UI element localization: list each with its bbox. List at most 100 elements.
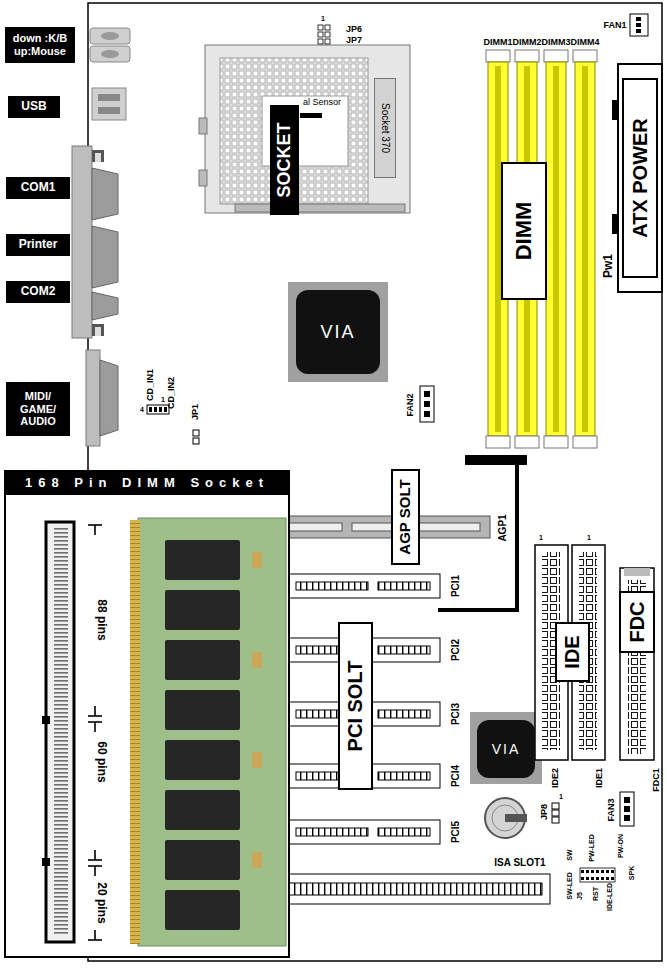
memory-module (165, 590, 240, 630)
fan-connector (636, 29, 641, 33)
ide-connector (535, 545, 605, 760)
memory-module (165, 540, 240, 580)
label-text: 168 Pin DIMM Socket (6, 472, 288, 495)
port-label: USB (8, 96, 60, 118)
dimm-slot (573, 436, 597, 448)
jumper-pins (318, 32, 323, 37)
dimension-ticks (88, 525, 102, 940)
jumper-name: JP6 (346, 25, 362, 35)
connector-name: CD_IN2 (167, 377, 177, 409)
game-audio-connector (86, 350, 118, 446)
pin-number: 1 (559, 793, 563, 801)
game-audio-connector (100, 360, 118, 436)
cd-in-connector (193, 438, 199, 444)
sensor-label: al Sensor (303, 98, 341, 108)
fdc-connector (624, 568, 650, 576)
memory-module (252, 752, 262, 768)
memory-module (252, 652, 262, 668)
label-text: COM1 (21, 181, 56, 195)
cd-in-connector (193, 430, 199, 436)
label-text: USB (21, 100, 46, 114)
cpu-socket (235, 204, 405, 212)
atx-power-connector (612, 64, 662, 292)
cd-in-connector (154, 407, 157, 412)
serial-parallel-connector (92, 324, 104, 336)
pin-count: 20 pins (94, 882, 107, 923)
cd-in-connector (159, 407, 162, 412)
dimm-slot (546, 62, 566, 436)
label-text: down :K/B (13, 32, 67, 45)
fan-connector (620, 792, 634, 826)
fan-connector (630, 14, 648, 36)
cd-in-connector (147, 405, 169, 414)
serial-parallel-connector (95, 327, 101, 336)
label-text: DIMM (511, 202, 536, 261)
serial-parallel-connector (72, 146, 118, 338)
port-label: COM1 (6, 177, 70, 199)
dimm-slot (486, 436, 510, 448)
dimension-ticks (94, 850, 96, 860)
pci-slot (378, 710, 430, 718)
dimm-slot (486, 50, 597, 448)
slot-name: ISA SLOT1 (494, 857, 545, 868)
fan-connector (636, 23, 641, 27)
jumper-pins (325, 25, 330, 30)
connector-name: FAN2 (406, 393, 416, 416)
label-text: ATX POWER (629, 118, 652, 238)
pin-count: 88 pins (94, 599, 107, 640)
connector-name: FDC1 (652, 768, 662, 792)
dimm-slot (573, 50, 597, 62)
label-text: SOCKET (274, 122, 295, 197)
dimension-ticks (94, 722, 96, 732)
dimension-ticks (94, 930, 96, 940)
connector-name: CD_IN1 (146, 369, 156, 401)
ps2-connector (101, 50, 119, 58)
pin-name: SPK (628, 866, 636, 880)
slot-name: DIMM2 (513, 38, 542, 48)
fan-connector (624, 815, 630, 821)
dimm-socket-drawing (54, 528, 68, 936)
serial-parallel-connector (92, 226, 118, 288)
jumper-pins (552, 803, 559, 809)
socket-type-label: Socket 370 (374, 78, 396, 178)
cpu-socket (199, 118, 207, 134)
pin-name: SW (566, 849, 574, 860)
memory-module (165, 690, 240, 730)
label-text: PCI SOLT (344, 661, 367, 752)
dimm-slot (575, 62, 595, 436)
label-text: up:Mouse (14, 45, 66, 58)
memory-module (165, 740, 240, 780)
slot-name: AGP1 (497, 514, 508, 541)
ps2-connector (90, 28, 130, 62)
fan-connector (624, 806, 630, 812)
port-label: Printer (6, 234, 70, 256)
label-text: FDC (626, 601, 649, 642)
jumper-pins (325, 32, 330, 37)
fdc-connector (620, 568, 654, 760)
jumper-pins (318, 25, 330, 44)
label-text: VIA (320, 322, 355, 343)
connector-label: FDC (619, 591, 655, 653)
memory-module (130, 520, 140, 944)
memory-module (252, 852, 262, 868)
chipset: VIA (296, 290, 380, 374)
atx-power-connector (612, 100, 618, 120)
pin-number: 1 (587, 534, 591, 542)
pin-number: 1 (539, 534, 543, 542)
pin-name: IDE-LED (606, 883, 614, 911)
port-label: down :K/Bup:Mouse (5, 27, 75, 63)
fan-connector (420, 386, 434, 422)
slot-label: PCI SOLT (338, 622, 373, 790)
front-panel-header (580, 868, 615, 882)
pci-slot (378, 828, 430, 836)
leader-line (465, 455, 527, 465)
dimm-slot (515, 50, 539, 62)
pin-number: 1 (321, 15, 325, 23)
pci-slot (378, 646, 430, 654)
slot-name: DIMM4 (571, 38, 600, 48)
slot-name: PCI3 (450, 703, 461, 725)
pin-name: J5 (576, 892, 584, 900)
slot-name: DIMM3 (542, 38, 571, 48)
serial-parallel-connector (92, 292, 118, 320)
dimm-slot (486, 50, 510, 62)
